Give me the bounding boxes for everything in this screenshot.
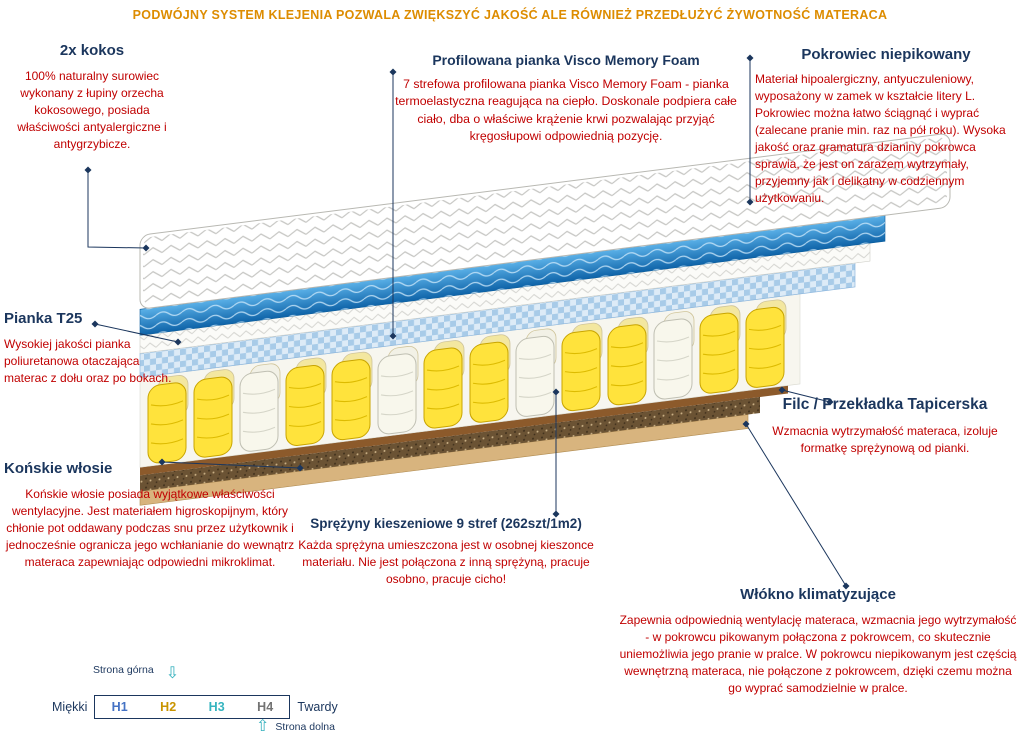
scale-top-side: Strona górna ⇩ xyxy=(93,664,180,682)
annotation-sprezyny-body: Każda sprężyna umieszczona jest w osobne… xyxy=(298,538,594,587)
layer-springs-area xyxy=(139,293,801,468)
annotation-filc-body: Wzmacnia wytrzymałość materaca, izoluje … xyxy=(772,424,998,456)
top-banner-text: PODWÓJNY SYSTEM KLEJENIA POZWALA ZWIĘKSZ… xyxy=(132,8,888,22)
annotation-pokrowiec: Pokrowiec niepikowany Materiał hipoalerg… xyxy=(755,46,1017,207)
annotation-visco-title: Profilowana pianka Visco Memory Foam xyxy=(432,52,700,68)
annotation-wlokno: Włókno klimatyzujące Zapewnia odpowiedni… xyxy=(618,586,1018,697)
scale-hard-label: Twardy xyxy=(297,700,338,714)
annotation-wlokno-title: Włókno klimatyzujące xyxy=(740,586,896,603)
annotation-wlosie-title: Końskie włosie xyxy=(4,460,113,477)
annotation-visco-body: 7 strefowa profilowana pianka Visco Memo… xyxy=(395,77,737,144)
firmness-level-h2: H2 xyxy=(160,700,177,714)
layer-visco-wave xyxy=(139,214,886,336)
annotation-wlosie-body: Końskie włosie posiada wyjątkowe właściw… xyxy=(5,487,295,570)
layer-white-foam xyxy=(139,242,871,354)
annotation-sprezyny: Sprężyny kieszeniowe 9 stref (262szt/1m2… xyxy=(296,516,596,588)
annotation-filc-title: Filc / Przekładka Tapicerska xyxy=(782,396,988,413)
firmness-level-h1: H1 xyxy=(111,700,128,714)
layer-white-foam-texture xyxy=(140,243,870,354)
scale-bottom-label: Strona dolna xyxy=(275,721,335,733)
scale-soft-label: Miękki xyxy=(52,700,88,714)
layer-visco-wave-texture xyxy=(140,215,885,336)
annotation-pianka-t25-body: Wysokiej jakości pianka poliuretanowa ot… xyxy=(4,337,172,386)
firmness-scale: Miękki H1 H2 H3 H4 Twardy xyxy=(52,695,338,719)
pocket-springs-back-row xyxy=(157,299,787,418)
scale-bottom-side: ⇧ Strona dolna xyxy=(256,719,335,735)
firmness-scale-box: H1 H2 H3 H4 xyxy=(94,695,291,719)
firmness-level-h3: H3 xyxy=(208,700,225,714)
scale-top-label: Strona górna xyxy=(93,664,154,676)
annotation-visco: Profilowana pianka Visco Memory Foam 7 s… xyxy=(388,52,744,146)
annotation-sprezyny-title: Sprężyny kieszeniowe 9 stref (262szt/1m2… xyxy=(310,516,582,531)
arrow-down-icon: ⇩ xyxy=(165,665,180,682)
leader-line-kokos xyxy=(84,166,150,252)
annotation-pianka-t25: Pianka T25 Wysokiej jakości pianka poliu… xyxy=(4,310,172,387)
annotation-kokos-title: 2x kokos xyxy=(59,42,125,59)
annotation-wlosie: Końskie włosie Końskie włosie posiada wy… xyxy=(4,460,296,571)
layer-profiled-visco xyxy=(139,262,856,378)
pocket-springs-front-row xyxy=(147,306,785,464)
arrow-up-icon: ⇧ xyxy=(256,718,270,735)
annotation-kokos: 2x kokos 100% naturalny surowiec wykonan… xyxy=(2,42,182,153)
annotation-pokrowiec-title: Pokrowiec niepikowany xyxy=(801,46,971,63)
annotation-filc: Filc / Przekładka Tapicerska Wzmacnia wy… xyxy=(752,396,1018,457)
firmness-level-h4: H4 xyxy=(257,700,274,714)
annotation-kokos-body: 100% naturalny surowiec wykonany z łupin… xyxy=(17,69,167,152)
annotation-pokrowiec-body: Materiał hipoalergiczny, antyuczuleniowy… xyxy=(755,72,1006,206)
annotation-wlokno-body: Zapewnia odpowiednią wentylację materaca… xyxy=(619,613,1017,696)
annotation-pianka-t25-title: Pianka T25 xyxy=(4,310,83,327)
